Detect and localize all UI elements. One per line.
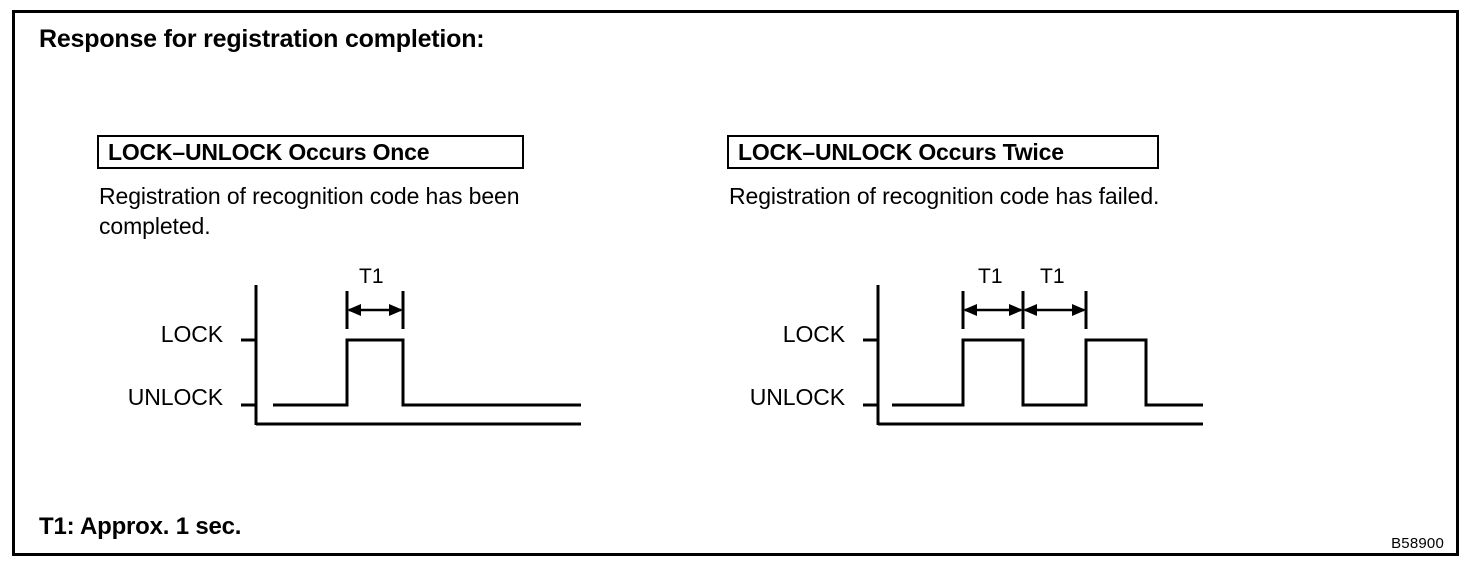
panel-heading-label-twice: LOCK–UNLOCK Occurs Twice <box>738 138 1064 165</box>
panel-heading-box-twice: LOCK–UNLOCK Occurs Twice <box>727 135 1159 169</box>
axis-tick-label-lock-left: LOCK <box>160 321 223 347</box>
axis-tick-label-lock-right: LOCK <box>782 321 845 347</box>
footer-note: T1: Approx. 1 sec. <box>39 513 242 540</box>
panel-description-once: Registration of recognition code has bee… <box>99 183 520 239</box>
panel-heading-label-once: LOCK–UNLOCK Occurs Once <box>108 138 430 165</box>
t1-annotation-label-right-first: T1 <box>978 265 1003 288</box>
signal-trace-left <box>273 338 581 407</box>
arrowhead-left-start <box>347 304 361 316</box>
arrowhead-right-second-end <box>1072 304 1086 316</box>
axis-tick-label-unlock-right: UNLOCK <box>749 384 845 410</box>
t1-annotation-label-left: T1 <box>359 265 384 288</box>
diagram-frame: Response for registration completion: LO… <box>12 10 1459 556</box>
signal-trace-right <box>892 338 1203 407</box>
arrowhead-right-first-start <box>963 304 977 316</box>
arrowhead-right-second-start <box>1023 304 1037 316</box>
arrowhead-right-first-end <box>1009 304 1023 316</box>
figure-id-code: B58900 <box>1391 535 1444 552</box>
arrowhead-left-end <box>389 304 403 316</box>
panel-description-twice: Registration of recognition code has fai… <box>729 183 1160 209</box>
waveform-chart-twice <box>863 285 1203 426</box>
panel-heading-box-once: LOCK–UNLOCK Occurs Once <box>97 135 524 169</box>
waveform-chart-once <box>241 285 581 426</box>
page-title: Response for registration completion: <box>39 25 485 53</box>
t1-annotation-label-right-second: T1 <box>1040 265 1065 288</box>
axis-tick-label-unlock-left: UNLOCK <box>127 384 223 410</box>
